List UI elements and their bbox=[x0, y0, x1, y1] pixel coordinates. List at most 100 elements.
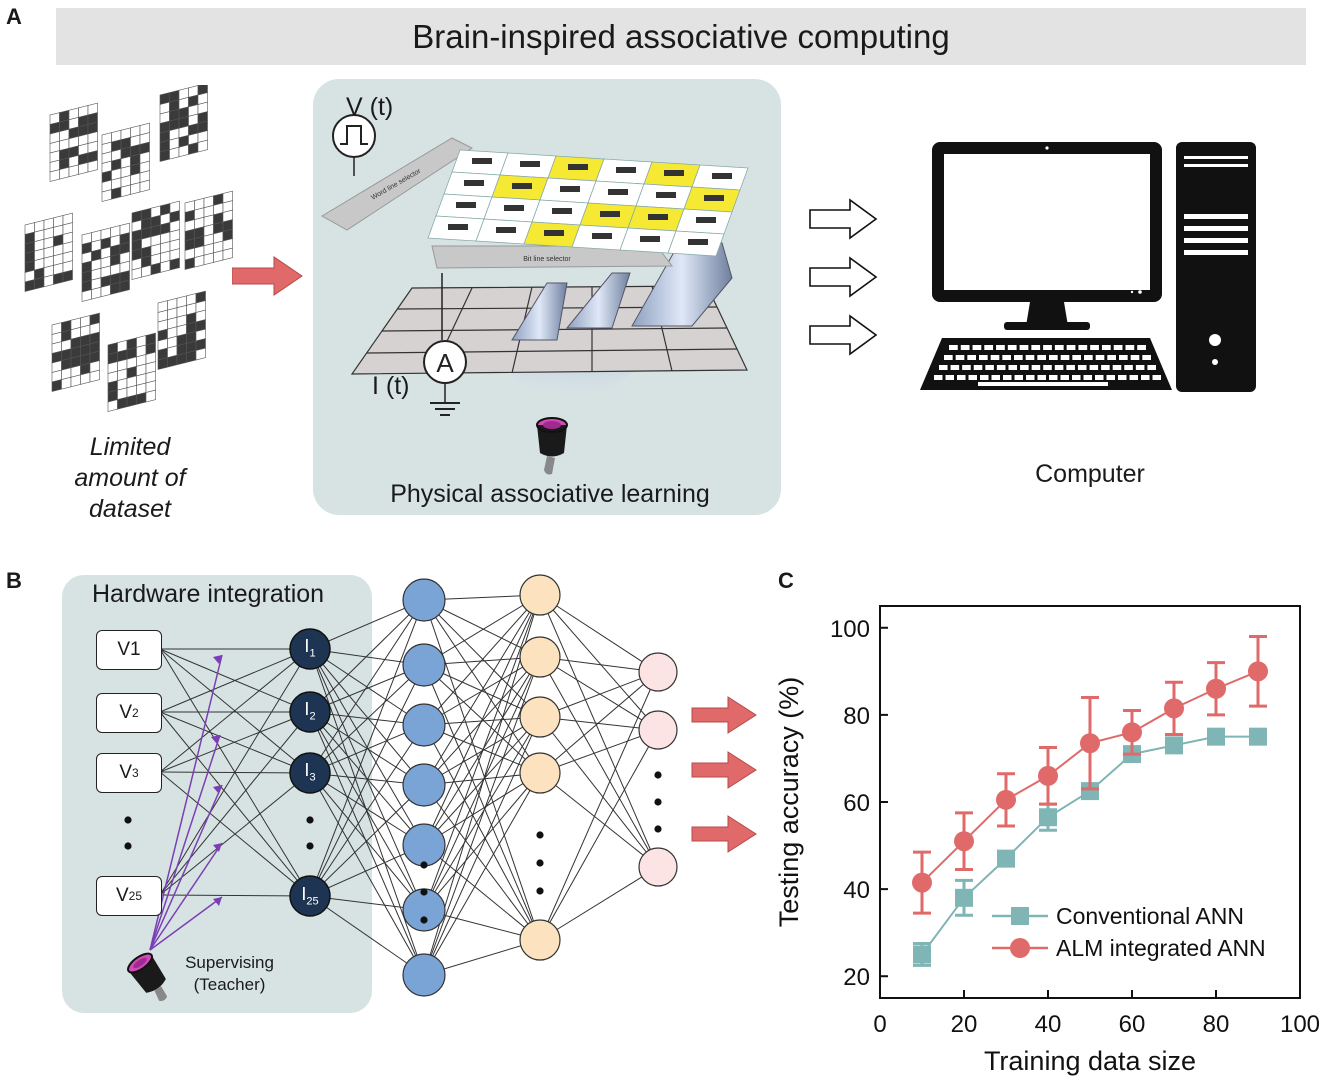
keyboard-key bbox=[950, 365, 960, 370]
data-point bbox=[954, 831, 974, 852]
memristor-device bbox=[688, 239, 708, 245]
bitline-label: Bit line selector bbox=[523, 256, 571, 263]
data-point bbox=[1039, 808, 1057, 827]
current-node bbox=[289, 628, 331, 670]
data-point bbox=[955, 888, 973, 907]
keyboard-key bbox=[1060, 355, 1070, 360]
memristor-device bbox=[464, 180, 484, 186]
pixel-pattern-grid bbox=[81, 222, 130, 302]
memristor-device bbox=[504, 205, 524, 211]
keyboard-key bbox=[1083, 375, 1092, 380]
memristor-device bbox=[656, 192, 676, 198]
data-point bbox=[913, 945, 931, 964]
hidden-node-layer1 bbox=[402, 823, 446, 867]
pixel-pattern-grid bbox=[51, 312, 100, 392]
data-point bbox=[996, 789, 1016, 810]
keyboard-key bbox=[980, 375, 989, 380]
keyboard-key bbox=[1031, 365, 1041, 370]
x-tick-label: 40 bbox=[1035, 1011, 1062, 1038]
pixel-pattern-grid bbox=[107, 332, 156, 412]
keyboard-key bbox=[1060, 375, 1069, 380]
data-point bbox=[1122, 722, 1142, 743]
x-tick-label: 0 bbox=[873, 1011, 886, 1038]
pixel-pattern-grid bbox=[101, 122, 150, 202]
memristor-device bbox=[512, 183, 532, 189]
keyboard-key bbox=[991, 375, 1000, 380]
legend-label: ALM integrated ANN bbox=[1056, 935, 1266, 961]
crossbar-array bbox=[427, 149, 749, 257]
x-axis-label: Training data size bbox=[984, 1046, 1196, 1076]
memristor-device bbox=[696, 217, 716, 223]
current-node-label: I bbox=[301, 884, 307, 904]
keyboard-key bbox=[1137, 345, 1146, 350]
legend-label: Conventional ANN bbox=[1056, 903, 1244, 929]
computer-caption: Computer bbox=[1035, 460, 1145, 488]
memristor-device bbox=[520, 161, 540, 167]
current-node-i2: I2 bbox=[290, 699, 330, 723]
x-tick-label: 100 bbox=[1280, 1011, 1320, 1038]
teacher-caption-line2: (Teacher) bbox=[193, 975, 266, 994]
series-alm-integrated-ann bbox=[912, 634, 1268, 915]
supervision-line bbox=[149, 654, 223, 951]
keyboard-key bbox=[939, 365, 948, 370]
memristor-device bbox=[568, 164, 588, 170]
current-node-i1: I1 bbox=[290, 636, 330, 660]
keyboard-key bbox=[1002, 355, 1011, 360]
keyboard-key bbox=[985, 365, 994, 370]
hidden-node-layer2 bbox=[519, 752, 561, 794]
hidden-node-layer2 bbox=[519, 574, 561, 616]
keyboard-key bbox=[996, 345, 1005, 350]
current-node-i3: I3 bbox=[290, 760, 330, 784]
legend-entry: Conventional ANN bbox=[992, 903, 1244, 929]
deformed-ridges bbox=[511, 237, 733, 341]
keyboard-key bbox=[957, 375, 966, 380]
hidden-node-layer2 bbox=[519, 919, 561, 961]
red-arrow bbox=[691, 751, 757, 789]
memristor-device bbox=[712, 173, 732, 179]
computer-icon bbox=[920, 142, 1256, 392]
x-tick-label: 80 bbox=[1203, 1011, 1230, 1038]
data-point bbox=[1207, 727, 1225, 746]
pixel-pattern-grid bbox=[49, 102, 98, 182]
keyboard-key bbox=[934, 375, 943, 380]
keyboard-key bbox=[967, 355, 976, 360]
current-node bbox=[289, 691, 331, 733]
memristor-device bbox=[448, 224, 468, 230]
current-node bbox=[289, 875, 331, 917]
memristor-device bbox=[496, 227, 516, 233]
pixel-pattern-grid bbox=[159, 85, 208, 162]
keyboard-key bbox=[1054, 365, 1064, 370]
keyboard-key bbox=[1007, 345, 1017, 350]
keyboard-key bbox=[1037, 355, 1046, 360]
keyboard-key bbox=[973, 365, 983, 370]
keyboard-key bbox=[979, 355, 988, 360]
current-node-i25: I25 bbox=[290, 884, 330, 908]
dataset-caption-line1: Limited bbox=[89, 433, 171, 461]
keyboard-key bbox=[960, 345, 970, 350]
keyboard-key bbox=[1106, 375, 1115, 380]
memristor-device bbox=[608, 189, 628, 195]
memristor-device bbox=[640, 236, 660, 242]
keyboard-key bbox=[1025, 355, 1035, 360]
current-label: I (t) bbox=[372, 372, 410, 400]
current-node-subscript: 1 bbox=[309, 647, 316, 660]
teacher-caption: Supervising (Teacher) bbox=[172, 952, 287, 996]
wordline-strip bbox=[321, 137, 474, 231]
keyboard-key bbox=[1020, 365, 1029, 370]
dataset-pattern-grids bbox=[24, 85, 233, 412]
keyboard-key bbox=[1135, 365, 1145, 370]
ellipsis-dot bbox=[654, 771, 662, 779]
x-tick-label: 20 bbox=[951, 1011, 978, 1038]
memristor-device bbox=[648, 214, 668, 220]
panel-a-title: Brain-inspired associative computing bbox=[56, 8, 1306, 65]
ellipsis-dot bbox=[420, 916, 428, 924]
input-label: V bbox=[119, 702, 132, 723]
keyboard-key bbox=[1054, 345, 1064, 350]
keyboard-key bbox=[962, 365, 971, 370]
y-tick-label: 100 bbox=[830, 616, 870, 643]
keyboard-key bbox=[1141, 375, 1150, 380]
input-label: V1 bbox=[117, 639, 141, 660]
hidden-node-layer2 bbox=[519, 636, 561, 678]
supervision-line bbox=[149, 842, 223, 951]
